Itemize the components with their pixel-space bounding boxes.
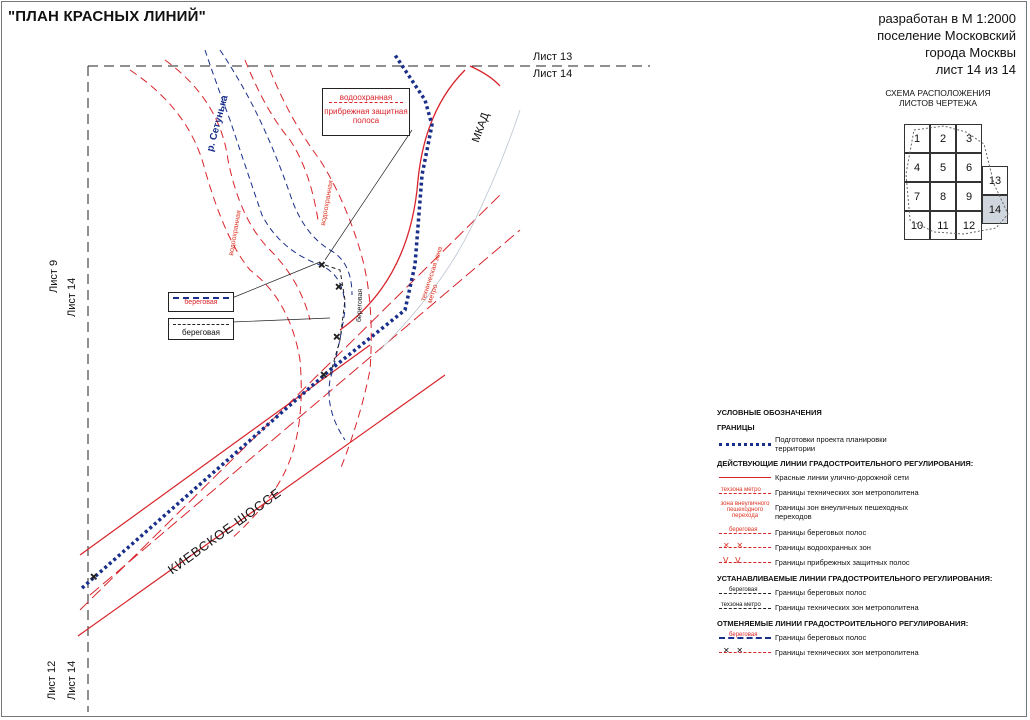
legend-text-existing-4: Границы водоохранных зон xyxy=(775,542,871,552)
legend-text-boundary: Подготовки проекта планировки территории xyxy=(775,435,887,453)
legend-text-existing-1: Границы технических зон метрополитена xyxy=(775,487,919,497)
legend-cancelled-head: ОТМЕНЯЕМЫЕ ЛИНИИ ГРАДОСТРОИТЕЛЬНОГО РЕГУ… xyxy=(717,619,969,628)
legend-established-head: УСТАНАВЛИВАЕМЫЕ ЛИНИИ ГРАДОСТРОИТЕЛЬНОГО… xyxy=(717,574,993,583)
river-line-west xyxy=(204,49,346,441)
svg-text:✕: ✕ xyxy=(333,332,341,342)
legend-sym-cancelled-0: береговая xyxy=(729,632,758,638)
legend-text-existing-5: Границы прибрежных защитных полос xyxy=(775,557,910,567)
scheme-title-line: СХЕМА РАСПОЛОЖЕНИЯ xyxy=(885,88,991,98)
callout-coast-new-line xyxy=(173,324,229,325)
sheet-14-bottom-label[interactable]: Лист 14 xyxy=(66,660,78,700)
legend-row-existing-4: ✕ ✕ Границы водоохранных зон xyxy=(717,541,1017,553)
svg-text:✕: ✕ xyxy=(90,572,98,582)
callout-water-top: водоохранная xyxy=(329,93,403,103)
metro-zone-line-2 xyxy=(89,229,521,596)
callout-water-zone[interactable]: водоохранная прибрежная защитная полоса xyxy=(322,88,410,136)
svg-text:✕: ✕ xyxy=(318,260,326,270)
city-line: города Москвы xyxy=(925,45,1016,60)
legend-text-cancelled-1: Границы технических зон метрополитена xyxy=(775,647,919,657)
sheet-12-label[interactable]: Лист 12 xyxy=(46,660,58,700)
legend-sym-existing-1: техзона метро xyxy=(721,487,761,493)
coastal-zone-west xyxy=(164,59,311,321)
callout-coast-new[interactable]: береговая xyxy=(168,318,234,340)
legend-title: УСЛОВНЫЕ ОБОЗНАЧЕНИЯ xyxy=(717,408,822,417)
legend-existing-head: ДЕЙСТВУЮЩИЕ ЛИНИИ ГРАДОСТРОИТЕЛЬНОГО РЕГ… xyxy=(717,459,974,468)
scale-line: разработан в М 1:2000 xyxy=(878,11,1016,26)
scheme-title-line: ЛИСТОВ ЧЕРТЕЖА xyxy=(899,98,977,108)
callout-coast-new-text: береговая xyxy=(182,328,220,337)
callout-leader-new xyxy=(231,317,331,323)
svg-text:✕: ✕ xyxy=(320,370,328,380)
legend-row-existing-2: зона внеуличного пешеходного перехода Гр… xyxy=(717,501,1017,523)
legend-sym-established-1: техзона метро xyxy=(721,602,761,608)
callout-coast-cancelled-text: береговая xyxy=(184,299,218,306)
coast-map-label: береговая xyxy=(356,288,365,323)
legend-row-existing-0: Красные линии улично-дорожной сети xyxy=(717,471,1017,483)
red-line-highway-north xyxy=(79,344,371,556)
coastal-zone-east xyxy=(244,59,319,221)
legend-sym-existing-2: зона внеуличного пешеходного перехода xyxy=(720,501,770,519)
red-line-highway-south xyxy=(77,374,446,637)
sheet-14-left-label[interactable]: Лист 14 xyxy=(66,277,78,317)
mkad-road-edge xyxy=(379,109,521,351)
legend-row-cancelled-0: береговая Границы береговых полос xyxy=(717,631,1017,643)
sheet-14-top-label[interactable]: Лист 14 xyxy=(533,68,573,80)
project-boundary xyxy=(80,54,434,590)
legend-row-established-0: береговая Границы береговых полос xyxy=(717,586,1017,598)
sheet-13-label[interactable]: Лист 13 xyxy=(533,51,573,63)
water-zone-east xyxy=(269,69,372,471)
metro-zone-line-1 xyxy=(79,194,501,611)
callout-coast-cancelled-line xyxy=(173,297,229,299)
legend-row-existing-1: техзона метро Границы технических зон ме… xyxy=(717,486,1017,498)
red-line-corner xyxy=(469,65,501,87)
cancelled-coast-line: ✕ ✕ ✕ ✕ ✕ xyxy=(90,260,346,583)
legend-text-established-0: Границы береговых полос xyxy=(775,587,867,597)
settlement-line: поселение Московский xyxy=(877,28,1016,43)
plan-title: "ПЛАН КРАСНЫХ ЛИНИЙ" xyxy=(8,8,206,25)
legend-sym-existing-3: береговая xyxy=(729,527,758,533)
svg-text:✕: ✕ xyxy=(335,282,343,292)
legend-text-existing-3: Границы береговых полос xyxy=(775,527,867,537)
sheet-scheme-title: СХЕМА РАСПОЛОЖЕНИЯ ЛИСТОВ ЧЕРТЕЖА xyxy=(878,88,998,108)
legend-row-existing-3: береговая Границы береговых полос xyxy=(717,526,1017,538)
scale-info: разработан в М 1:2000 поселение Московск… xyxy=(877,10,1016,78)
legend-row-boundary: Подготовки проекта планировки территории xyxy=(717,435,1017,453)
map-legend: УСЛОВНЫЕ ОБОЗНАЧЕНИЯ ГРАНИЦЫ Подготовки … xyxy=(717,408,1017,658)
legend-boundaries-head: ГРАНИЦЫ xyxy=(717,423,755,432)
legend-row-existing-5: ᐯ ᐯ Границы прибрежных защитных полос xyxy=(717,556,1017,568)
legend-row-cancelled-1: ✕ ✕ Границы технических зон метрополитен… xyxy=(717,646,1017,658)
legend-symbol-boundary xyxy=(717,438,775,450)
callout-water-bottom: прибрежная защитная полоса xyxy=(324,107,408,125)
water-zone-west xyxy=(129,69,302,541)
legend-text-existing-2: Границы зон внеуличных пешеходных перехо… xyxy=(775,503,909,521)
red-line-mkad xyxy=(339,69,466,331)
legend-row-established-1: техзона метро Границы технических зон ме… xyxy=(717,601,1017,613)
callout-leader-cancelled xyxy=(231,261,321,299)
callout-coast-cancelled[interactable]: береговая xyxy=(168,292,234,312)
legend-text-existing-0: Красные линии улично-дорожной сети xyxy=(775,472,909,482)
legend-text-established-1: Границы технических зон метрополитена xyxy=(775,602,919,612)
river-line-east xyxy=(219,49,353,296)
sheet-number-line: лист 14 из 14 xyxy=(935,62,1016,77)
sheet-9-label[interactable]: Лист 9 xyxy=(48,259,60,293)
legend-text-cancelled-0: Границы береговых полос xyxy=(775,632,867,642)
callout-leader-water xyxy=(324,129,413,261)
legend-sym-established-0: береговая xyxy=(729,587,758,593)
